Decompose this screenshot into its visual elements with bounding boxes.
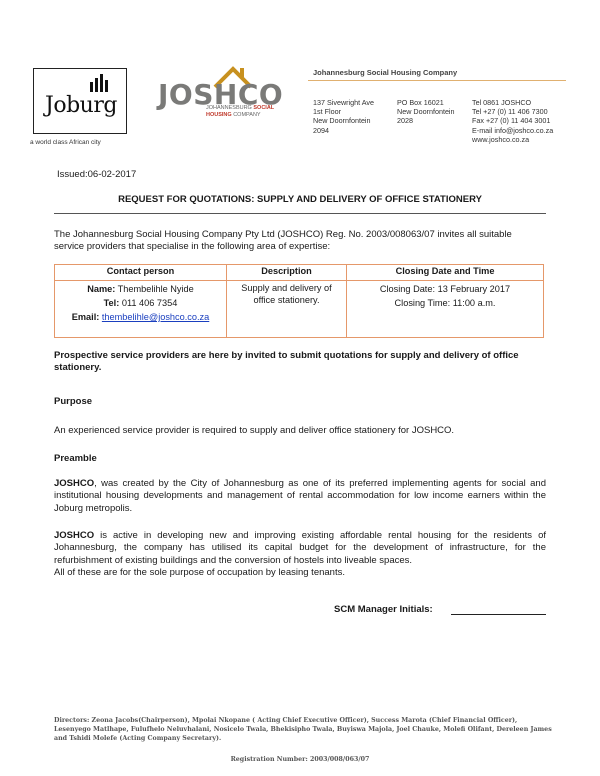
joburg-skyline-icon: [90, 74, 108, 92]
contact-details: Tel 0861 JOSHCO Tel +27 (0) 11 406 7300 …: [472, 98, 554, 144]
joburg-tagline: a world class African city: [30, 139, 101, 146]
table-header: Contact person: [54, 264, 227, 281]
document-title: REQUEST FOR QUOTATIONS: SUPPLY AND DELIV…: [118, 194, 482, 205]
signature-line: [451, 614, 546, 615]
joburg-logo: Joburg: [45, 93, 117, 118]
directors-list: Directors: Zeona Jacobs(Chairperson), Mp…: [54, 717, 552, 742]
joshco-house-icon: [213, 66, 253, 89]
joburg-logo-frame: [33, 68, 127, 134]
preamble-paragraph-1: JOSHCO, was created by the City of Johan…: [54, 478, 546, 514]
intro-paragraph: The Johannesburg Social Housing Company …: [54, 229, 512, 252]
joshco-subtitle-line2: HOUSING COMPANY: [206, 112, 261, 118]
joshco-subtitle-line1: JOHANNESBURG SOCIAL: [206, 105, 275, 111]
company-name: Johannesburg Social Housing Company: [313, 68, 458, 77]
title-underline: [54, 213, 546, 214]
preamble-paragraph-2: JOSHCO is active in developing new and i…: [54, 530, 546, 566]
table-header: Closing Date and Time: [346, 264, 544, 281]
table-header: Description: [226, 264, 347, 281]
description-cell: Supply and delivery of office stationery…: [226, 280, 347, 338]
signature-label: SCM Manager Initials:: [334, 604, 433, 615]
preamble-heading: Preamble: [54, 453, 97, 464]
purpose-text: An experienced service provider is requi…: [54, 425, 455, 436]
invitation-paragraph: Prospective service providers are here b…: [54, 350, 519, 374]
contact-email-link[interactable]: thembelihle@joshco.co.za: [101, 312, 210, 322]
joshco-logo: JOSHCO: [158, 78, 284, 111]
address-physical: 137 Sivewright Ave 1st Floor New Doornfo…: [313, 98, 374, 135]
table-row: Name: Thembelihle Nyide Tel: 011 406 735…: [54, 280, 544, 338]
registration-number: Registration Number: 2003/008/063/07: [230, 756, 370, 763]
header-divider: [308, 80, 566, 81]
closing-cell: Closing Date: 13 February 2017 Closing T…: [346, 280, 544, 338]
contact-table: Contact person Description Closing Date …: [54, 264, 544, 338]
address-postal: PO Box 16021 New Doornfontein 2028: [397, 98, 455, 126]
issued-date: Issued:06-02-2017: [57, 169, 137, 180]
preamble-paragraph-3: All of these are for the sole purpose of…: [54, 567, 345, 578]
contact-cell: Name: Thembelihle Nyide Tel: 011 406 735…: [54, 280, 227, 338]
purpose-heading: Purpose: [54, 396, 93, 407]
